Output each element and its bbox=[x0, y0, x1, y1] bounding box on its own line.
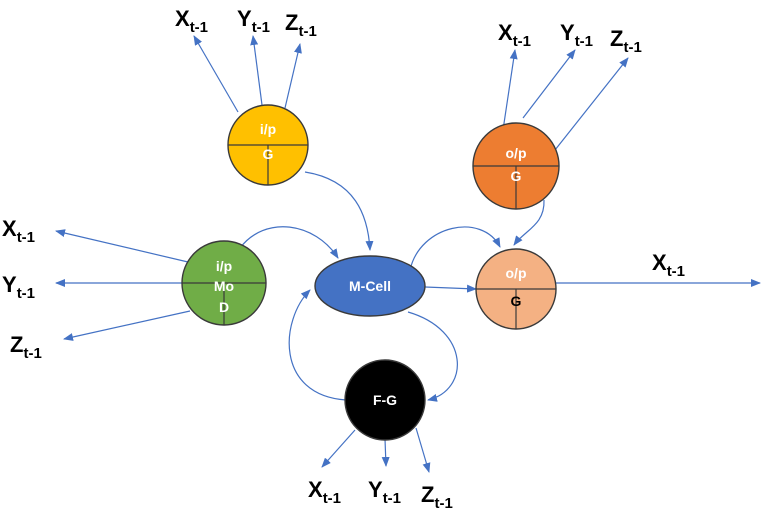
edge-mcell-to-opg bbox=[424, 284, 477, 293]
input-modulation-label-2: Mo bbox=[214, 278, 234, 294]
input-modulation-label-1: i/p bbox=[216, 258, 232, 274]
edge-ipg-z bbox=[284, 43, 302, 109]
edge-ipmod-z bbox=[63, 310, 191, 341]
edge-fg-to-mcell bbox=[288, 289, 347, 401]
output-gate-right-label-1: o/p bbox=[506, 265, 527, 281]
edge-fg-x bbox=[321, 429, 356, 468]
output-label-x: Xt-1 bbox=[652, 250, 685, 280]
output-gate-top-label-2: G bbox=[511, 168, 522, 184]
opg-top-label-z: Zt-1 bbox=[610, 26, 642, 56]
opg-top-label-x: Xt-1 bbox=[498, 20, 531, 50]
edge-fg-y bbox=[381, 438, 390, 467]
edge-ipg-x bbox=[193, 35, 239, 113]
output-gate-right-node: o/p G bbox=[475, 248, 557, 330]
edge-fg-z bbox=[415, 427, 431, 473]
output-gate-top-label-1: o/p bbox=[506, 145, 527, 161]
input-gate-label-2: G bbox=[263, 146, 274, 162]
ipmod-label-z: Zt-1 bbox=[10, 332, 42, 362]
input-modulation-node: i/p Mo D bbox=[181, 240, 267, 326]
edge-opg-top-to-opg bbox=[513, 199, 545, 246]
edge-ipg-to-mcell bbox=[304, 171, 374, 251]
ipg-label-y: Yt-1 bbox=[237, 6, 270, 36]
edge-ipg-y bbox=[250, 35, 263, 106]
edge-opg-top-z bbox=[554, 57, 629, 151]
output-gate-right-label-2: G bbox=[511, 293, 522, 309]
fg-label-y: Yt-1 bbox=[368, 477, 401, 507]
edge-opg-top-y bbox=[522, 49, 576, 119]
memory-cell-node: M-Cell bbox=[314, 255, 426, 317]
ipg-label-x: Xt-1 bbox=[175, 6, 208, 36]
input-gate-node: i/p G bbox=[227, 104, 309, 186]
edge-mcell-loop-to-opg bbox=[409, 226, 501, 271]
fg-label-z: Zt-1 bbox=[421, 482, 453, 512]
edges bbox=[55, 35, 761, 473]
input-gate-label-1: i/p bbox=[260, 121, 276, 137]
output-gate-top-node: o/p G bbox=[472, 122, 560, 210]
edge-ipmod-x bbox=[55, 229, 189, 263]
forget-gate-label: F-G bbox=[373, 392, 397, 408]
input-modulation-label-3: D bbox=[219, 299, 229, 315]
forget-gate-node: F-G bbox=[344, 359, 426, 441]
opg-top-label-y: Yt-1 bbox=[560, 20, 593, 50]
ipmod-label-x: Xt-1 bbox=[2, 216, 35, 246]
edge-opg-top-x bbox=[502, 49, 518, 131]
memory-cell-label: M-Cell bbox=[349, 278, 391, 294]
fg-label-x: Xt-1 bbox=[308, 477, 341, 507]
edge-ipmod-to-mcell bbox=[239, 226, 339, 259]
edge-mcell-to-fg bbox=[407, 311, 458, 402]
ipmod-label-y: Yt-1 bbox=[2, 272, 35, 302]
ipg-label-z: Zt-1 bbox=[285, 10, 317, 40]
